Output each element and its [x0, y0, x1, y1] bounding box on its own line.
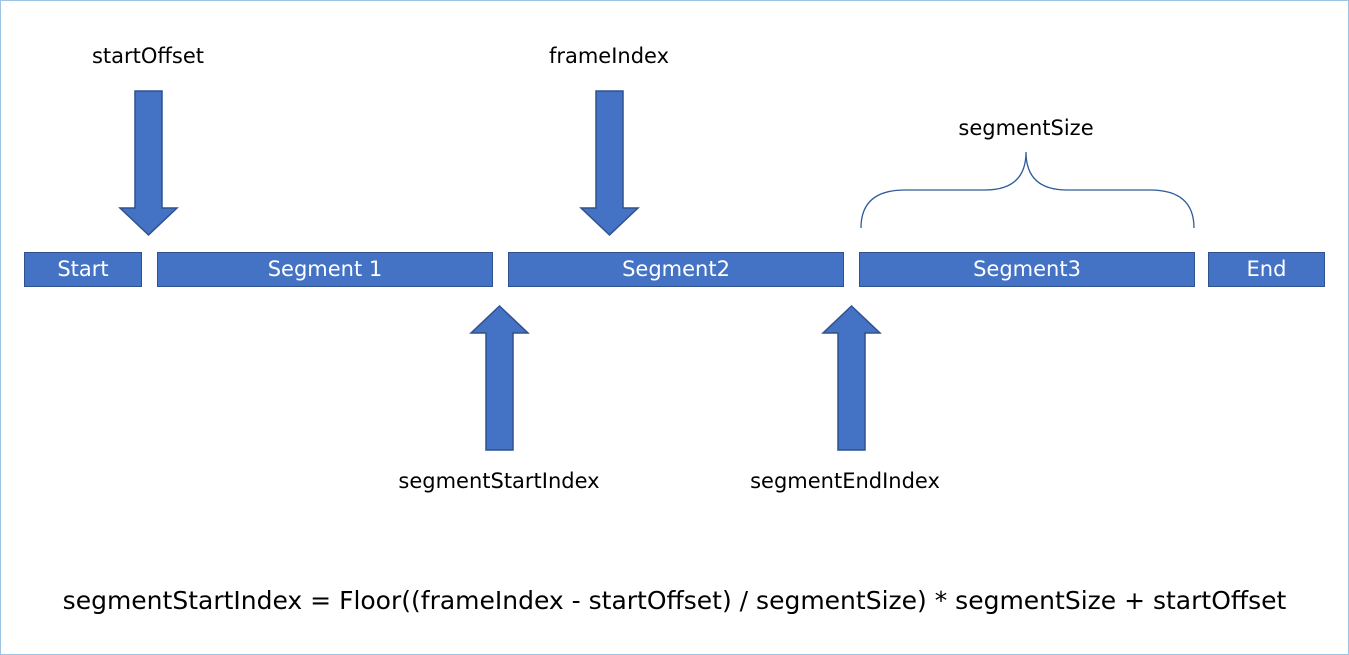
start-offset-label: startOffset: [91, 44, 205, 68]
segment-3: Segment3: [859, 252, 1195, 287]
segment-start: Start: [24, 252, 142, 287]
segment-start-index-label: segmentStartIndex: [398, 469, 600, 493]
segment-1: Segment 1: [157, 252, 493, 287]
segment-size-label: segmentSize: [958, 116, 1094, 140]
frame-index-arrow: [579, 90, 640, 237]
segment-size-brace: [860, 151, 1195, 229]
start-offset-arrow: [118, 90, 179, 237]
segment-start-index-arrow: [469, 304, 530, 451]
segment-2: Segment2: [508, 252, 844, 287]
formula-text: segmentStartIndex = Floor((frameIndex - …: [62, 586, 1287, 615]
frame-index-label: frameIndex: [548, 44, 670, 68]
segment-end: End: [1208, 252, 1325, 287]
segment-end-index-label: segmentEndIndex: [750, 469, 940, 493]
segment-end-index-arrow: [821, 304, 882, 451]
